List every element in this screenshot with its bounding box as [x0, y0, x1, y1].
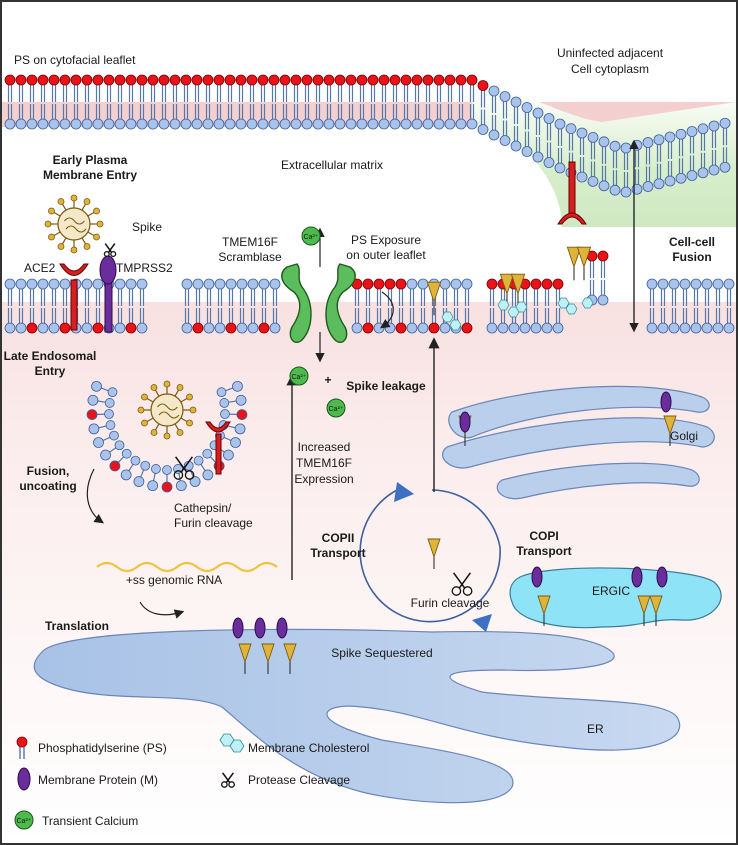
cell-fusion-label-1: Cell-cell — [669, 235, 715, 249]
cathepsin-label-1: Cathepsin/ — [174, 501, 232, 515]
translation-label: Translation — [45, 619, 109, 633]
cell-fusion-label-2: Fusion — [672, 250, 711, 264]
late-entry-label-1: Late Endosomal — [4, 349, 97, 363]
er-label: ER — [587, 722, 604, 736]
legend-ps-label: Phosphatidylserine (PS) — [38, 741, 167, 755]
uninfected-cytoplasm-region — [472, 87, 736, 227]
copi-label-1: COPI — [529, 529, 558, 543]
legend-cholesterol-label: Membrane Cholesterol — [248, 741, 369, 755]
top-membrane — [4, 74, 731, 198]
tmem16f-label-2: Scramblase — [218, 250, 282, 264]
cholesterol-molecules — [441, 297, 594, 331]
translation-arrow — [139, 601, 185, 619]
legend-protein-m-label: Membrane Protein (M) — [38, 773, 158, 787]
fusion-arrow — [86, 468, 104, 524]
cycle-arc-left — [359, 489, 501, 623]
membrane-proteins — [232, 391, 672, 639]
ps-cytofacial-label: PS on cytofacial leaflet — [14, 53, 136, 67]
ace2-receptor — [59, 263, 89, 331]
legend-calcium-symbol: Ca²⁺ — [17, 818, 32, 825]
ace2-label: ACE2 — [24, 261, 56, 275]
legend-protein-m-icon — [17, 767, 31, 791]
golgi-cisterna-2 — [441, 417, 715, 469]
tmem16f-left — [281, 263, 312, 344]
calcium-ions: Ca²⁺ Ca²⁺ Ca²⁺ — [289, 226, 346, 418]
tmem16f-right — [325, 263, 356, 344]
early-entry-label-2: Membrane Entry — [43, 168, 137, 182]
increased-label-3: Expression — [294, 472, 353, 486]
golgi-cisterna-1 — [448, 385, 710, 439]
genomic-rna-label: +ss genomic RNA — [126, 573, 222, 587]
increased-label-2: TMEM16F — [296, 456, 352, 470]
uninfected-label-1: Uninfected adjacent — [557, 46, 664, 60]
spike-label: Spike — [132, 220, 162, 234]
uninfected-label-2: Cell cytoplasm — [571, 62, 649, 76]
copii-label-2: Transport — [310, 546, 365, 560]
extracellular-label: Extracellular matrix — [281, 158, 383, 172]
fusion-label-1: Fusion, — [27, 464, 70, 478]
late-entry-label-2: Entry — [35, 364, 66, 378]
fusion-label-2: uncoating — [19, 479, 76, 493]
legend-scissors-icon — [221, 772, 235, 788]
ps-exposure-label-2: on outer leaflet — [346, 248, 426, 262]
legend-calcium-label: Transient Calcium — [42, 814, 138, 828]
golgi-cisterna-3 — [496, 462, 700, 500]
genomic-rna — [96, 561, 278, 573]
virions — [44, 194, 197, 440]
spike-leakage-label: Spike leakage — [346, 379, 426, 393]
copii-label-1: COPII — [322, 531, 355, 545]
legend-ps-icon — [16, 736, 28, 759]
scissors-icons — [103, 243, 473, 596]
early-entry-label-1: Early Plasma — [53, 153, 128, 167]
fusion-ace2 — [557, 161, 587, 225]
increased-label-1: Increased — [298, 440, 351, 454]
svg-text:Ca²⁺: Ca²⁺ — [292, 374, 307, 381]
cycle-arrowhead-1 — [394, 482, 414, 502]
er-organelle — [33, 628, 681, 804]
legend: Phosphatidylserine (PS) Membrane Cholest… — [14, 733, 369, 830]
copi-label-2: Transport — [516, 544, 571, 558]
membrane-ace2-late — [205, 421, 231, 475]
ps-exposure-label-1: PS Exposure — [351, 233, 421, 247]
legend-calcium-icon: Ca²⁺ — [14, 810, 34, 830]
ergic-organelle — [509, 567, 722, 629]
golgi-label: Golgi — [670, 429, 698, 443]
tmprss2-label: TMPRSS2 — [116, 261, 173, 275]
ergic-label: ERGIC — [592, 584, 630, 598]
svg-text:Ca²⁺: Ca²⁺ — [329, 406, 344, 413]
svg-text:Ca²⁺: Ca²⁺ — [304, 234, 319, 241]
flip-arrow — [380, 291, 394, 329]
text-labels: PS on cytofacial leaflet Uninfected adja… — [4, 46, 715, 736]
legend-cholesterol-icon — [219, 733, 245, 753]
spike-sequestered-label: Spike Sequestered — [331, 646, 432, 660]
lower-membrane — [4, 250, 735, 334]
legend-protease-label: Protease Cleavage — [248, 773, 350, 787]
tmem16f-label-1: TMEM16F — [222, 235, 278, 249]
cycle-arrowhead-2 — [472, 614, 492, 632]
cycle-arc-right — [431, 489, 501, 548]
plus-label: + — [324, 373, 331, 387]
furin-cleavage-label: Furin cleavage — [411, 596, 490, 610]
cathepsin-label-2: Furin cleavage — [174, 516, 253, 530]
